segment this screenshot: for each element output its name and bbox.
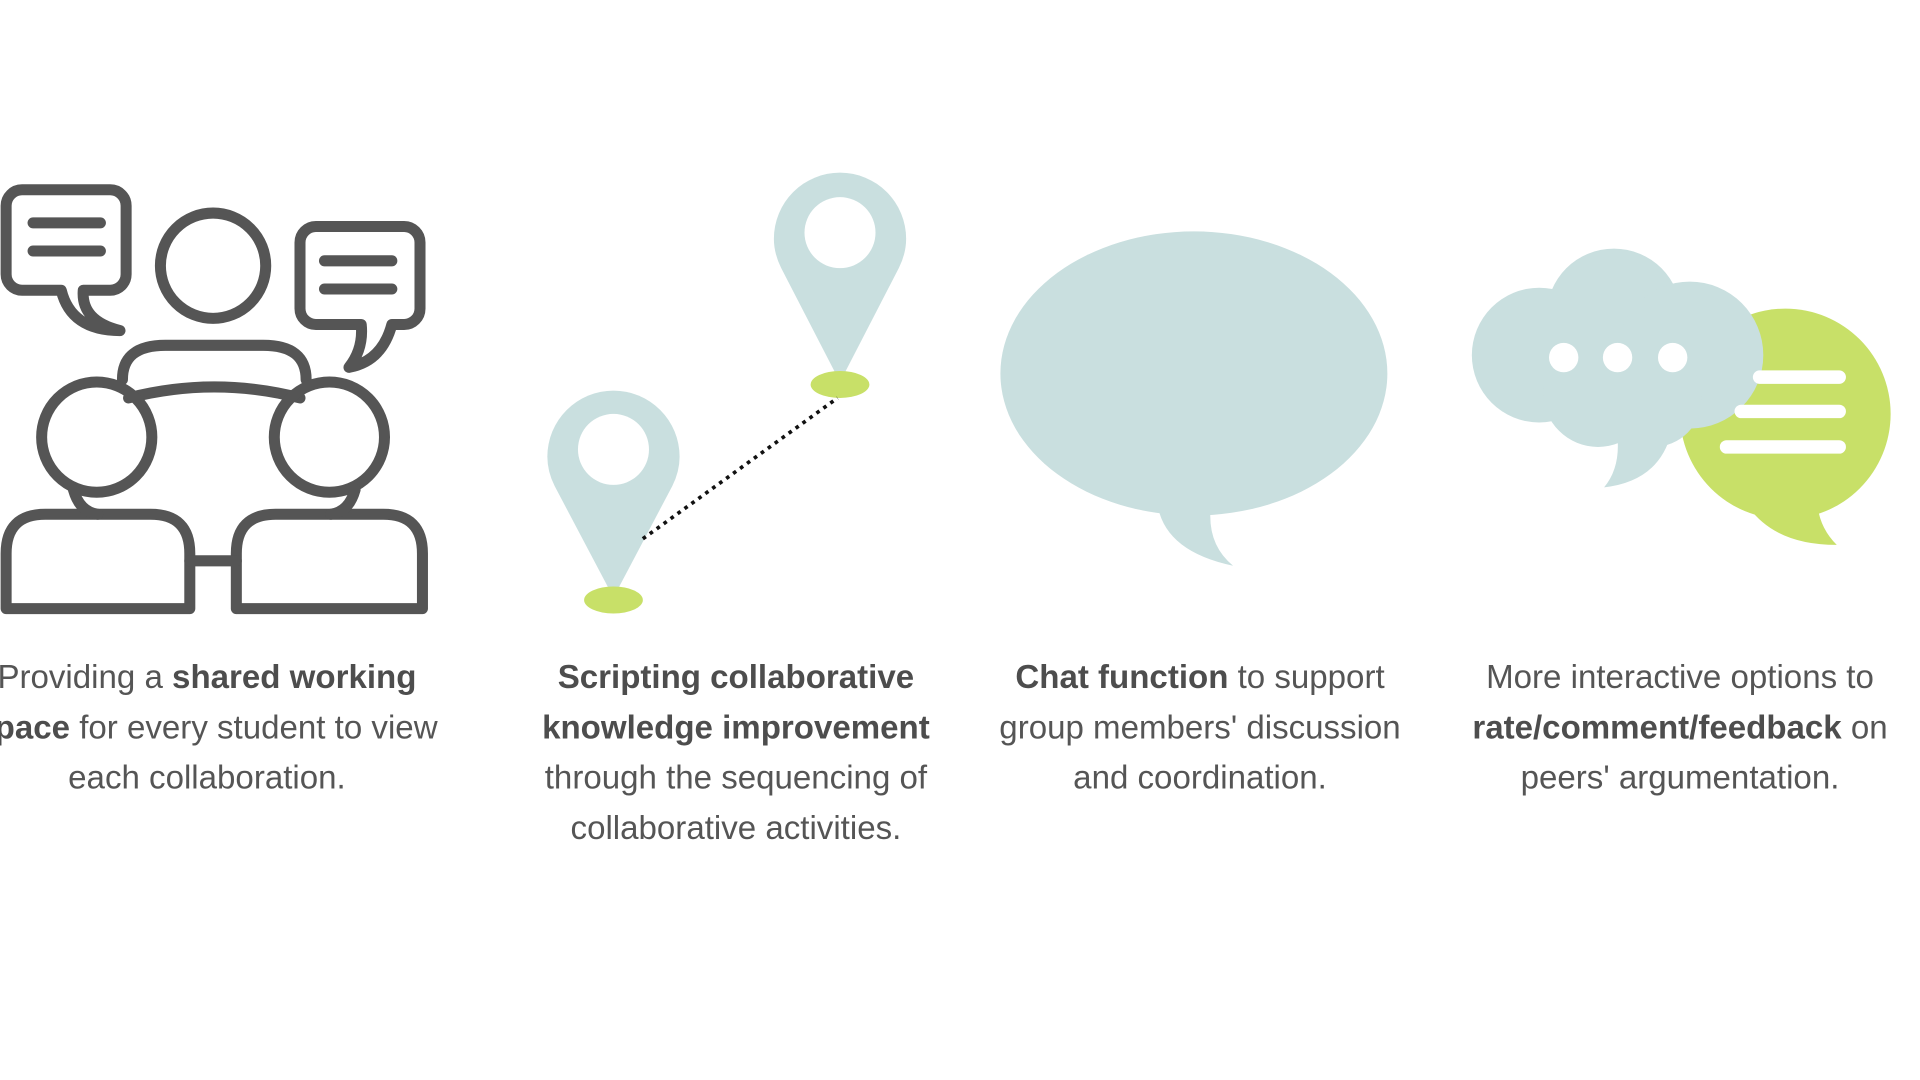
caption-shared-workspace: Providing a shared working space for eve… xyxy=(0,653,440,804)
caption-bold: Scripting collaborative knowledge improv… xyxy=(542,658,930,746)
speech-bubble-icon xyxy=(1000,231,1388,566)
caption-text: for every student to view each collabora… xyxy=(68,708,438,796)
caption-bold: shared working space xyxy=(0,658,417,746)
caption-bold: Chat function xyxy=(1015,658,1229,696)
caption-scripting: Scripting collaborative knowledge improv… xyxy=(503,653,968,854)
map-pins-icon xyxy=(547,172,907,614)
caption-text: to support group members' discussion and… xyxy=(999,658,1401,796)
caption-text: Providing a xyxy=(0,658,173,696)
caption-text: More interactive options to xyxy=(1486,658,1874,696)
caption-feedback: More interactive options to rate/comment… xyxy=(1447,653,1912,804)
chat-bubbles-icon xyxy=(1471,248,1891,545)
caption-chat: Chat function to support group members' … xyxy=(973,653,1426,804)
caption-text: on peers' argumentation. xyxy=(1520,708,1888,796)
caption-text: through the sequencing of collaborative … xyxy=(544,759,928,847)
group-discussion-icon xyxy=(0,184,428,615)
caption-bold: rate/comment/feedback xyxy=(1472,708,1842,746)
